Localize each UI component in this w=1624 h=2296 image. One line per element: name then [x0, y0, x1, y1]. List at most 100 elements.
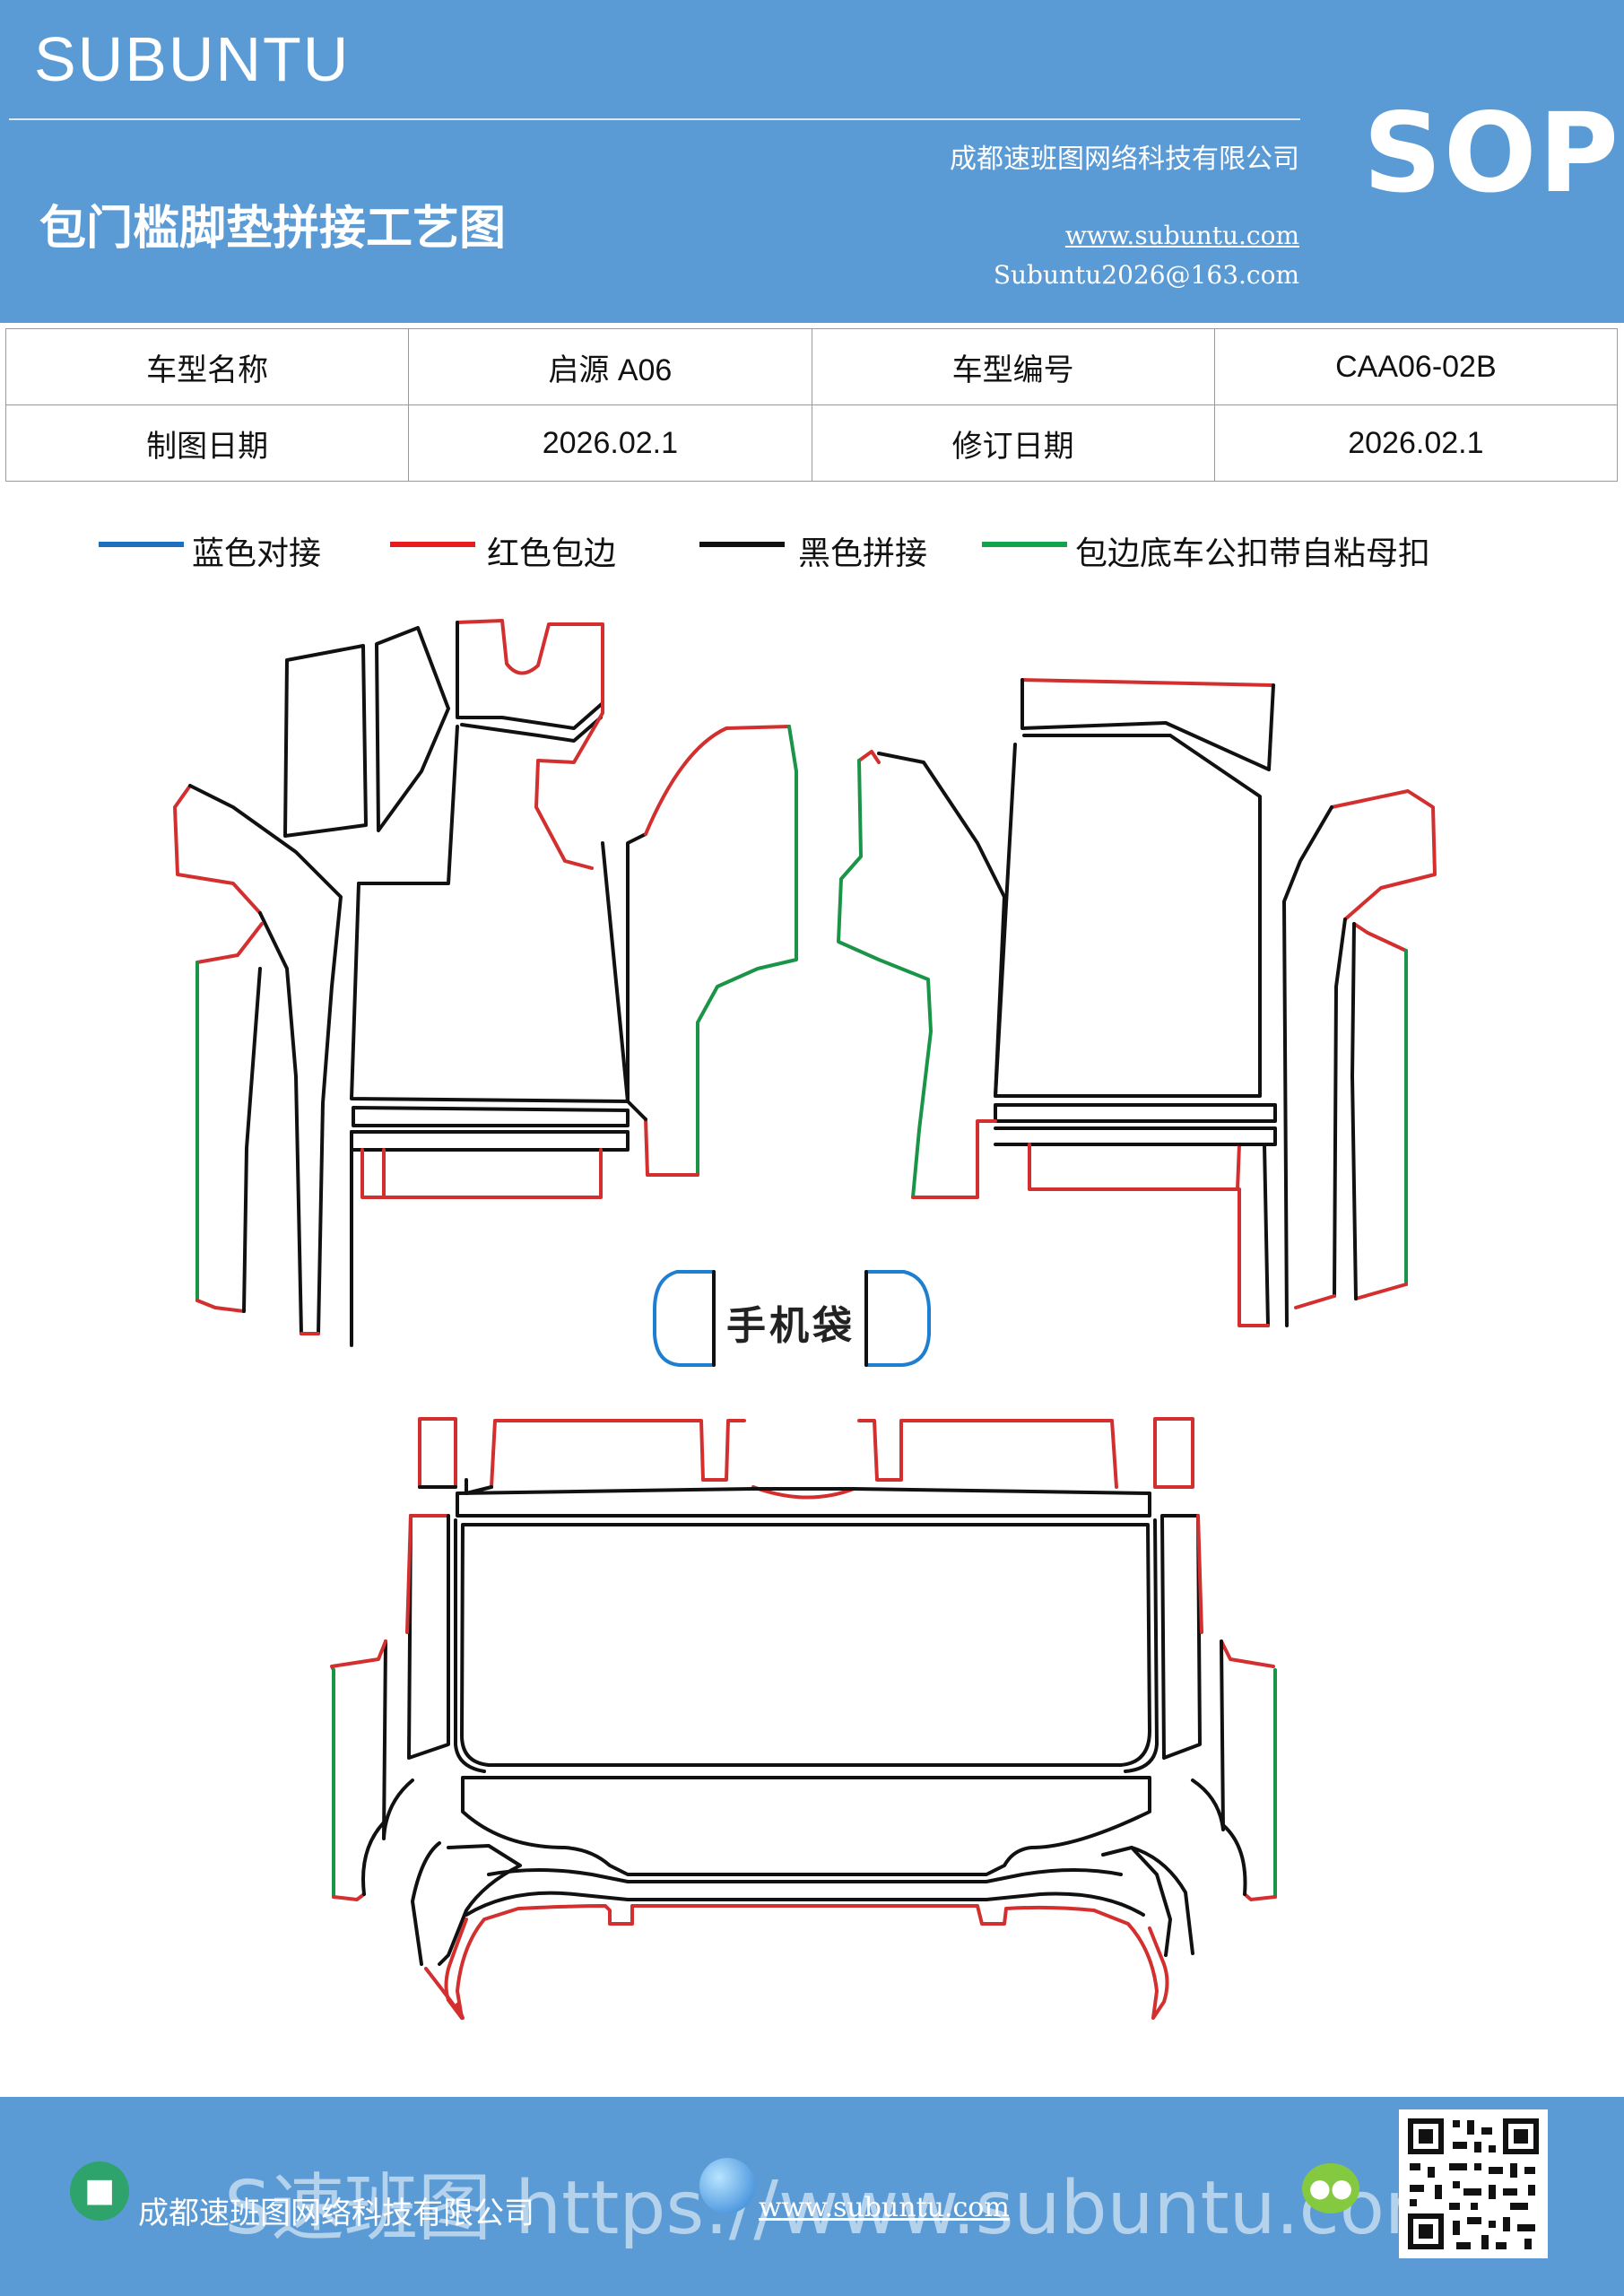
mat-piece	[350, 841, 630, 1103]
front-right-mat-group	[837, 678, 1437, 1327]
mat-piece	[361, 1819, 387, 1896]
mat-piece	[195, 922, 264, 964]
color-legend: 蓝色对接 红色包边 黑色拼接 包边底车公扣带自粘母扣	[0, 527, 1624, 572]
mat-piece	[360, 1148, 386, 1199]
green-swatch	[982, 542, 1067, 547]
mat-piece	[332, 1892, 366, 1901]
mat-piece	[1330, 789, 1437, 921]
mat-piece	[1130, 1846, 1194, 1955]
mat-piece	[1196, 1514, 1203, 1634]
mat-piece	[751, 1485, 855, 1500]
mat-piece	[1020, 678, 1275, 687]
mat-piece	[465, 1891, 1145, 1917]
mat-piece	[994, 1126, 1277, 1146]
header-divider	[9, 118, 1300, 120]
mat-piece	[418, 1417, 457, 1489]
mat-piece	[405, 1514, 413, 1634]
mat-piece	[1294, 1294, 1336, 1309]
table-row: 车型名称 启源 A06 车型编号 CAA06-02B	[4, 328, 1619, 405]
mat-piece	[407, 1514, 450, 1760]
mat-piece	[1238, 1143, 1270, 1327]
qr-code	[1399, 2109, 1548, 2258]
mat-piece	[994, 734, 1262, 1098]
mat-piece	[1354, 1283, 1408, 1300]
mat-piece	[456, 1487, 1151, 1518]
footer-website-link[interactable]: www.subuntu.com	[759, 2192, 1010, 2223]
wechat-icon: ●●	[1302, 2163, 1359, 2213]
mat-piece	[1160, 1514, 1202, 1760]
revision-date-label: 修订日期	[811, 404, 1215, 482]
mat-piece	[352, 1106, 630, 1127]
footer-overlay-text: S速班图 https://www.subuntu.com	[224, 2166, 1456, 2251]
website-link[interactable]: www.subuntu.com	[1064, 221, 1299, 250]
mat-piece	[626, 1100, 647, 1121]
footer-company-name: 成都速班图网络科技有限公司	[138, 2196, 534, 2231]
blue-swatch	[99, 542, 184, 547]
mat-piece	[454, 1518, 486, 1773]
mat-piece	[438, 1844, 522, 1966]
mat-piece	[283, 644, 368, 838]
mat-piece	[1243, 1892, 1277, 1901]
mat-piece	[444, 1904, 1169, 2020]
company-name: 成都速班图网络科技有限公司	[950, 144, 1299, 175]
phone-pocket-label: 手机袋	[726, 1303, 855, 1349]
legend-label: 蓝色对接	[192, 535, 322, 572]
rear-mat-group	[330, 1417, 1277, 2020]
table-row: 制图日期 2026.02.1 修订日期 2026.02.1	[4, 404, 1619, 482]
mat-piece	[1282, 805, 1333, 1327]
mat-piece	[911, 1119, 997, 1199]
mat-piece	[188, 784, 343, 1335]
globe-icon	[699, 2158, 755, 2213]
black-swatch	[699, 542, 785, 547]
mat-piece	[877, 752, 1006, 1098]
mat-piece	[487, 1868, 1123, 1883]
mat-piece	[837, 759, 933, 1199]
mat-piece	[1333, 918, 1347, 1298]
mat-piece	[696, 725, 798, 1177]
email-address: Subuntu2026@163.com	[993, 260, 1299, 290]
mat-piece	[382, 1639, 414, 1840]
mat-piece	[644, 725, 791, 836]
mat-piece	[701, 1419, 746, 1482]
legend-label: 包边底车公扣带自粘母扣	[1075, 535, 1431, 572]
mat-piece	[173, 784, 262, 915]
mat-piece	[644, 1118, 699, 1177]
legend-label: 黑色拼接	[798, 535, 928, 572]
mat-piece	[195, 1299, 246, 1313]
draw-date-value: 2026.02.1	[408, 404, 812, 482]
phone-pocket-right	[864, 1270, 931, 1367]
mat-piece	[1153, 1417, 1194, 1489]
red-swatch	[390, 542, 475, 547]
draw-date-label: 制图日期	[4, 404, 410, 482]
mat-piece	[461, 1776, 1151, 1876]
mat-piece	[1352, 922, 1408, 952]
mat-piece	[456, 619, 604, 705]
model-name-value: 启源 A06	[408, 328, 812, 405]
mat-piece	[330, 1639, 387, 1672]
mat-piece	[857, 1419, 1118, 1489]
legend-label: 红色包边	[487, 535, 617, 572]
model-code-label: 车型编号	[811, 328, 1215, 405]
mat-piece	[1220, 1639, 1275, 1668]
mat-piece	[375, 626, 450, 832]
mat-piece	[1221, 1823, 1247, 1896]
mat-piece	[1020, 678, 1275, 771]
mat-piece	[857, 750, 881, 764]
model-name-label: 车型名称	[4, 328, 410, 405]
mat-piece	[350, 1130, 630, 1152]
mat-piece	[490, 1419, 705, 1489]
mat-seam	[460, 716, 603, 743]
mat-piece	[456, 621, 604, 730]
mat-piece	[242, 967, 262, 1313]
mat-piece	[357, 725, 459, 885]
mat-piece	[1101, 1846, 1172, 1957]
phone-pocket-group	[653, 1270, 931, 1367]
front-left-mat-group	[173, 619, 798, 1347]
sop-badge: SOP	[1363, 90, 1620, 217]
mat-piece	[1238, 1187, 1270, 1327]
mat-piece	[1191, 1639, 1225, 1831]
brand-logo-text: SUBUNTU	[34, 24, 351, 94]
building-icon: ■	[70, 2161, 129, 2221]
model-code-value: CAA06-02B	[1213, 328, 1619, 405]
